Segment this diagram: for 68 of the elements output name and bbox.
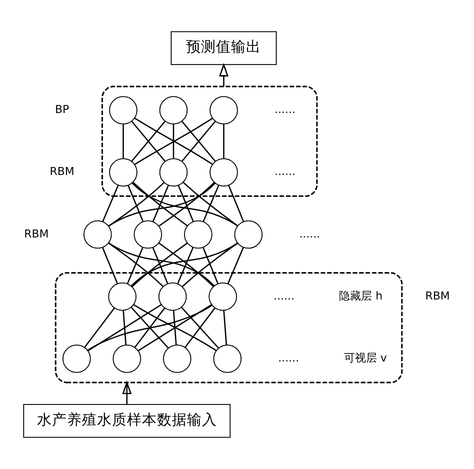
- connector: [132, 242, 188, 288]
- node-circle: [210, 96, 238, 124]
- connector: [223, 310, 228, 346]
- connector: [128, 184, 144, 222]
- connector: [152, 247, 168, 284]
- connector: [182, 182, 238, 226]
- connector: [202, 184, 220, 222]
- connector: [132, 182, 188, 226]
- connector: [132, 182, 238, 226]
- label: 隐藏层 h: [339, 289, 383, 302]
- node-circle: [162, 344, 192, 373]
- label: ......: [274, 289, 294, 302]
- label: RBM: [24, 227, 49, 240]
- node-circle: [184, 220, 212, 249]
- connector: [178, 184, 194, 222]
- connector: [108, 182, 216, 227]
- label: ......: [299, 227, 320, 240]
- connector: [177, 247, 194, 284]
- connector: [102, 247, 118, 284]
- node-circle: [84, 220, 112, 249]
- node-circle: [109, 158, 138, 187]
- node-circle: [112, 344, 142, 373]
- connector: [227, 247, 244, 284]
- node-circle: [62, 344, 91, 373]
- label: BP: [54, 103, 70, 116]
- connector: [122, 310, 127, 346]
- node-circle: [159, 158, 188, 187]
- arrow: [122, 380, 132, 404]
- cluster: [54, 272, 403, 384]
- connector: [182, 242, 238, 288]
- node-circle: [108, 282, 136, 311]
- connector: [152, 184, 170, 222]
- node-circle: [213, 344, 242, 373]
- connector: [202, 247, 218, 284]
- node-box: 水产养殖水质样本数据输入: [23, 404, 231, 438]
- connector: [108, 242, 164, 288]
- connector: [158, 242, 214, 288]
- label: 可视层 v: [344, 352, 387, 365]
- cluster: [102, 86, 318, 197]
- connector: [126, 247, 144, 284]
- connector: [228, 184, 244, 222]
- connector: [108, 242, 215, 286]
- connector: [223, 124, 224, 158]
- connector: [84, 308, 115, 348]
- node-circle: [109, 96, 138, 124]
- node-circle: [134, 220, 162, 249]
- label: RBM: [425, 289, 450, 302]
- connector: [134, 118, 213, 165]
- node-circle: [234, 220, 263, 249]
- connector: [122, 124, 124, 158]
- connector: [88, 304, 162, 352]
- connector: [172, 310, 177, 346]
- node-box: 预测值输出: [170, 31, 277, 65]
- node-circle: [158, 282, 187, 311]
- connector: [172, 124, 174, 158]
- label: ......: [278, 352, 300, 365]
- connector: [108, 182, 165, 226]
- label: RBM: [50, 165, 74, 178]
- connector: [87, 304, 212, 351]
- node-circle: [159, 96, 188, 124]
- node-circle: [208, 282, 237, 311]
- label: ......: [274, 165, 296, 178]
- connector: [158, 182, 215, 226]
- node-circle: [210, 158, 238, 187]
- arrow: [219, 62, 228, 86]
- connector: [130, 242, 238, 286]
- label: ......: [274, 103, 296, 116]
- connector: [102, 184, 119, 222]
